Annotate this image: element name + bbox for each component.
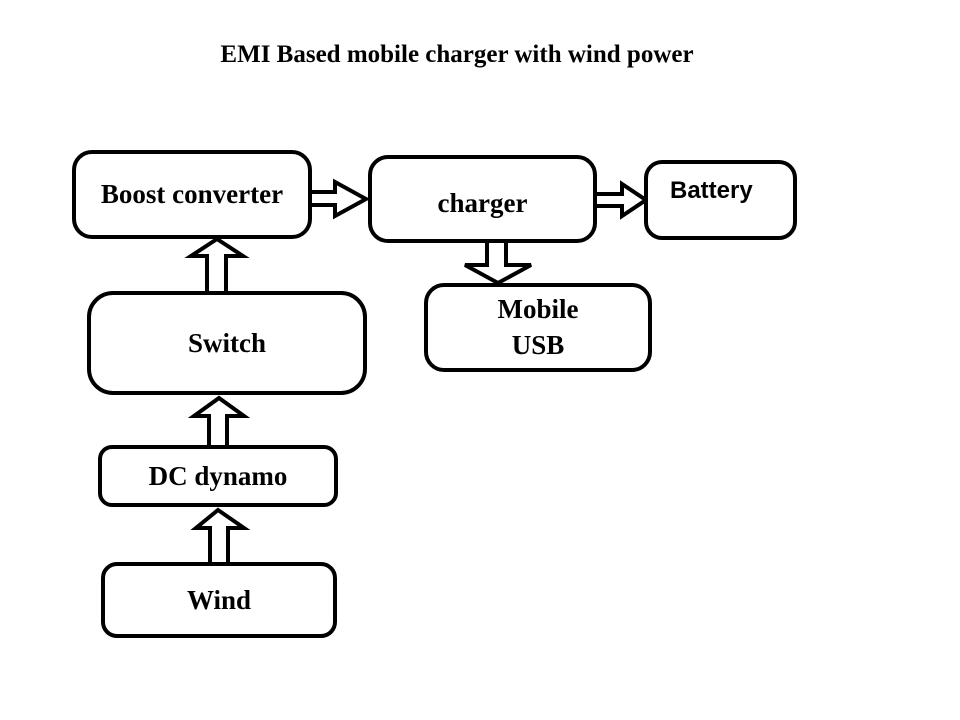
node-mobile-usb: Mobile USB [424,283,652,372]
node-dc-dynamo: DC dynamo [98,445,338,507]
arrow-switch-to-boost-converter [184,236,250,298]
arrow-dc-dynamo-to-switch [187,395,251,453]
node-charger: charger [368,155,597,243]
node-mobile-usb-label-line1: Mobile [497,294,579,325]
diagram-title: EMI Based mobile charger with wind power [220,41,694,68]
node-boost-converter-label: Boost converter [100,179,284,209]
node-wind: Wind [101,562,337,638]
arrow-charger-to-battery [589,180,650,220]
node-wind-label: Wind [186,584,252,615]
node-mobile-usb-label-line2: USB [511,329,565,360]
node-charger-label: charger [437,187,528,218]
node-switch: Switch [87,291,367,395]
arrow-charger-to-mobile-usb [464,236,532,286]
node-switch-label: Switch [187,327,266,358]
node-battery-label: Battery [670,177,753,204]
node-boost-converter: Boost converter [72,150,312,239]
node-battery: Battery [644,160,797,240]
node-dc-dynamo-label: DC dynamo [148,460,288,491]
arrow-boost-converter-to-charger [304,178,371,220]
arrow-wind-to-dc-dynamo [190,507,251,570]
